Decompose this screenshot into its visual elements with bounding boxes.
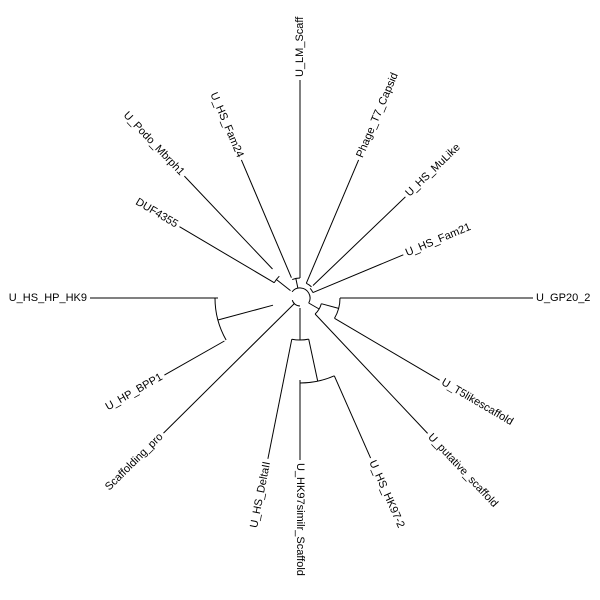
- leaf-label-delta: U_HS_DeltaII: [248, 461, 273, 529]
- leaf-label-hk9: U_HS_HP_HK9: [9, 292, 87, 304]
- leaf-label-mulike: U_HS_MuLike: [403, 141, 462, 199]
- leaf-branch-t7: [305, 159, 360, 284]
- clade-stem: [217, 304, 274, 321]
- tree-branches: [90, 80, 533, 460]
- clade-stem: [308, 302, 320, 310]
- leaf-label-t7: Phage_T7_Capsid: [354, 71, 401, 160]
- clade-stem: [295, 278, 299, 289]
- leaf-label-fam24: U_HS_Fam24: [208, 91, 246, 160]
- clade-arc: [291, 299, 301, 307]
- leaf-branch-fam21: [312, 254, 404, 294]
- clade-arc: [291, 338, 309, 341]
- leaf-branch-hk97_2: [333, 375, 372, 459]
- leaf-branch-duf: [179, 226, 275, 284]
- clade-arc: [308, 292, 311, 304]
- leaf-branch-t5like: [334, 317, 440, 381]
- leaf-branch-scaffpro: [163, 303, 295, 434]
- leaf-label-lm: U_LM_Scaff: [294, 16, 306, 77]
- clade-arc: [291, 287, 310, 294]
- leaf-branch-putative: [314, 313, 428, 434]
- clade-stem: [308, 338, 319, 382]
- leaf-label-hk97_2: U_HS_HK97-2: [366, 458, 406, 529]
- leaf-label-scaffpro: Scaffolding_pro: [103, 431, 166, 493]
- leaf-branch-mulike: [312, 196, 406, 286]
- leaf-label-duf: DUF4355: [133, 196, 180, 230]
- leaf-label-putative: U_putative_scaffold: [425, 431, 500, 509]
- clade-arc: [306, 282, 312, 288]
- clade-stem: [276, 279, 291, 291]
- leaf-label-hk97sim: U_HK97similr_Scaffold: [294, 463, 306, 576]
- leaf-branch-fam24: [240, 159, 292, 278]
- clade-arc: [309, 287, 314, 293]
- leaf-label-podo: U_Podo_Mbrph1: [121, 109, 187, 178]
- leaf-label-fam21: U_HS_Fam21: [404, 221, 473, 259]
- leaf-branch-podo: [184, 175, 273, 270]
- clade-arc: [273, 275, 280, 283]
- leaf-label-t5like: U_T5likescaffold: [439, 376, 515, 428]
- leaf-branch-bpp1: [164, 340, 225, 376]
- leaf-label-bpp1: U_HP_BPP1: [103, 371, 164, 413]
- clade-stem: [321, 303, 339, 309]
- leaf-label-gp20: U_GP20_2: [536, 292, 590, 304]
- clade-arc: [214, 297, 227, 341]
- leaf-branch-delta: [267, 339, 293, 459]
